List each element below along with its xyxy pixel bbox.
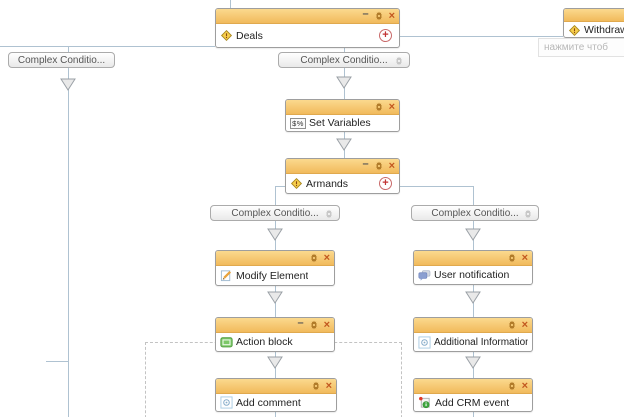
- close-icon[interactable]: ×: [521, 379, 528, 392]
- action-chip-icon: [220, 337, 233, 348]
- settings-gear-icon[interactable]: [394, 56, 404, 66]
- deals-block-header: – ×: [216, 9, 399, 24]
- close-icon[interactable]: ×: [388, 9, 395, 22]
- condition-pill-branch-right[interactable]: Complex Conditio...: [411, 205, 539, 221]
- withdraw-block-header: [564, 9, 624, 22]
- close-icon[interactable]: ×: [323, 318, 330, 331]
- connector-line: [68, 68, 69, 417]
- hint-tooltip: нажмите чтоб: [538, 38, 624, 57]
- set-variables-block-header: ×: [286, 100, 399, 115]
- minimize-icon[interactable]: –: [297, 317, 304, 329]
- armands-label: Armands: [306, 177, 349, 190]
- add-crm-event-block[interactable]: × Add CRM event: [413, 378, 533, 412]
- additional-information-block[interactable]: × Additional Information: [413, 317, 533, 352]
- edit-document-icon: [220, 269, 233, 282]
- armands-block-header: – ×: [286, 159, 399, 174]
- withdraw-label: Withdraw: [584, 24, 624, 36]
- minimize-icon[interactable]: –: [362, 158, 369, 170]
- modify-element-label: Modify Element: [236, 269, 309, 282]
- settings-gear-icon[interactable]: [523, 209, 533, 219]
- action-block[interactable]: – × Action block: [215, 317, 335, 352]
- connector-line: [275, 186, 276, 205]
- settings-gear-icon[interactable]: [374, 161, 384, 171]
- settings-gear-icon[interactable]: [507, 381, 517, 391]
- condition-diamond-icon: [568, 24, 581, 37]
- user-notification-block-header: ×: [414, 251, 532, 266]
- connector-line: [400, 186, 473, 187]
- close-icon[interactable]: ×: [325, 379, 332, 392]
- action-block-label: Action block: [236, 336, 293, 348]
- deals-block[interactable]: – × Deals +: [215, 8, 400, 48]
- connector-line: [473, 412, 474, 417]
- condition-pill-label: Complex Conditio...: [300, 54, 388, 66]
- arrow-down-icon: [336, 76, 352, 89]
- settings-gear-icon[interactable]: [374, 11, 384, 21]
- user-notification-label: User notification: [434, 269, 510, 281]
- info-circle-icon: [418, 336, 431, 349]
- settings-gear-icon[interactable]: [311, 381, 321, 391]
- connector-line: [0, 46, 215, 47]
- deals-label: Deals: [236, 29, 263, 42]
- connector-line: [230, 0, 231, 8]
- arrow-down-icon: [336, 138, 352, 151]
- add-comment-block-header: ×: [216, 379, 336, 394]
- settings-gear-icon[interactable]: [324, 209, 334, 219]
- add-output-button[interactable]: +: [379, 177, 392, 190]
- connector-line: [46, 361, 68, 362]
- condition-pill-top-left[interactable]: Complex Conditio...: [8, 52, 115, 68]
- crm-event-icon: [418, 396, 432, 409]
- comment-icon: [220, 396, 233, 409]
- arrow-down-icon: [465, 356, 481, 369]
- add-crm-event-label: Add CRM event: [435, 396, 510, 409]
- modify-element-block-header: ×: [216, 251, 334, 266]
- settings-gear-icon[interactable]: [309, 320, 319, 330]
- connector-line: [68, 46, 69, 52]
- close-icon[interactable]: ×: [323, 251, 330, 264]
- close-icon[interactable]: ×: [388, 159, 395, 172]
- user-notification-block[interactable]: × User notification: [413, 250, 533, 285]
- connector-line: [275, 186, 285, 187]
- close-icon[interactable]: ×: [388, 100, 395, 113]
- minimize-icon[interactable]: –: [362, 8, 369, 20]
- settings-gear-icon[interactable]: [507, 320, 517, 330]
- condition-pill-label: Complex Conditio...: [17, 54, 106, 66]
- armands-block[interactable]: – × Armands +: [285, 158, 400, 194]
- arrow-down-icon: [267, 228, 283, 241]
- condition-diamond-icon: [220, 29, 233, 42]
- set-variables-block[interactable]: × $% Set Variables: [285, 99, 400, 132]
- add-output-button[interactable]: +: [379, 29, 392, 42]
- arrow-down-icon: [267, 291, 283, 304]
- add-comment-block[interactable]: × Add comment: [215, 378, 337, 412]
- close-icon[interactable]: ×: [521, 251, 528, 264]
- arrow-down-icon: [465, 228, 481, 241]
- connector-line: [275, 412, 276, 417]
- variables-icon: $%: [290, 117, 306, 129]
- connector-line: [344, 48, 345, 52]
- close-icon[interactable]: ×: [521, 318, 528, 331]
- arrow-down-icon: [465, 291, 481, 304]
- arrow-down-icon: [267, 356, 283, 369]
- chat-bubble-icon: [418, 270, 431, 281]
- condition-pill-label: Complex Conditio...: [431, 207, 519, 219]
- condition-pill-top-mid[interactable]: Complex Conditio...: [278, 52, 410, 68]
- add-crm-event-block-header: ×: [414, 379, 532, 394]
- condition-pill-label: Complex Conditio...: [231, 207, 319, 219]
- additional-information-label: Additional Information: [434, 336, 528, 348]
- condition-pill-branch-left[interactable]: Complex Conditio...: [210, 205, 340, 221]
- action-block-header: – ×: [216, 318, 334, 333]
- additional-information-block-header: ×: [414, 318, 532, 333]
- connector-line: [400, 36, 563, 37]
- settings-gear-icon[interactable]: [507, 253, 517, 263]
- condition-diamond-icon: [290, 177, 303, 190]
- set-variables-label: Set Variables: [309, 117, 371, 129]
- modify-element-block[interactable]: × Modify Element: [215, 250, 335, 286]
- settings-gear-icon[interactable]: [374, 102, 384, 112]
- settings-gear-icon[interactable]: [309, 253, 319, 263]
- hint-text: нажмите чтоб: [544, 42, 609, 53]
- withdraw-block[interactable]: Withdraw: [563, 8, 624, 38]
- arrow-down-icon: [60, 78, 76, 91]
- connector-line: [473, 186, 474, 205]
- add-comment-label: Add comment: [236, 396, 301, 409]
